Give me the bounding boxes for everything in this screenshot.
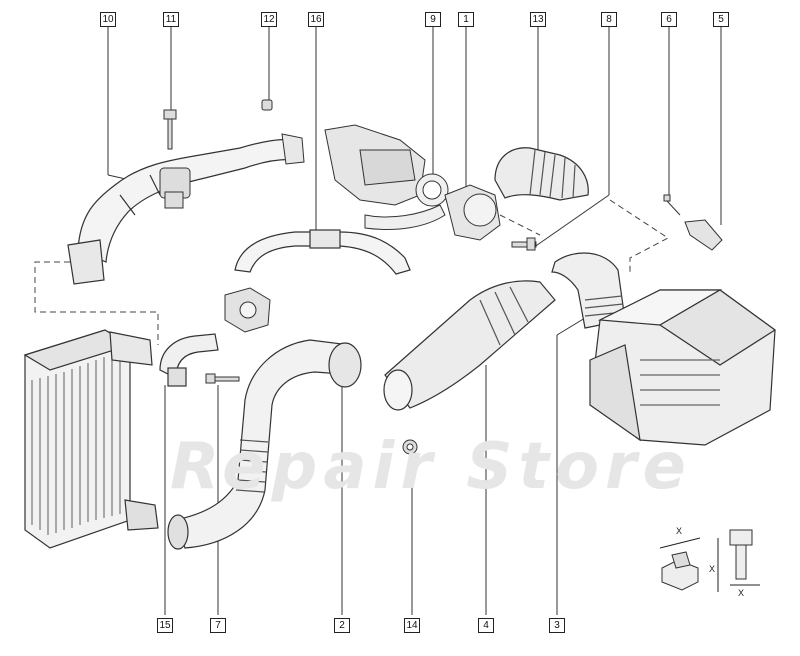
dash-link-bolt bbox=[499, 214, 541, 236]
bellows-hose-13 bbox=[494, 147, 589, 201]
elbow-connector bbox=[281, 133, 305, 165]
nut-12 bbox=[261, 99, 273, 111]
air-duct-4 bbox=[383, 280, 556, 411]
callout-13: 13 bbox=[530, 12, 546, 27]
callout-3: 3 bbox=[549, 618, 565, 633]
callout-8: 8 bbox=[601, 12, 617, 27]
clip-14 bbox=[402, 439, 418, 455]
sensor-valve bbox=[224, 287, 271, 333]
torque-mark-1: X bbox=[676, 526, 682, 536]
bolt-7 bbox=[205, 373, 240, 384]
hose-15 bbox=[159, 333, 219, 387]
hose-lower-2 bbox=[167, 339, 362, 550]
screw-6 bbox=[663, 194, 681, 216]
throttle-assembly bbox=[324, 124, 449, 230]
callout-11: 11 bbox=[163, 12, 179, 27]
callout-9: 9 bbox=[425, 12, 441, 27]
intercooler bbox=[23, 329, 159, 549]
dash-link-airbox bbox=[609, 199, 669, 275]
callout-5: 5 bbox=[713, 12, 729, 27]
bolt-11 bbox=[163, 109, 177, 150]
callout-15: 15 bbox=[157, 618, 173, 633]
sensor-5 bbox=[684, 219, 723, 251]
hose-upper-intercooler bbox=[67, 138, 299, 285]
callout-4: 4 bbox=[478, 618, 494, 633]
callout-6: 6 bbox=[661, 12, 677, 27]
air-filter-box bbox=[589, 289, 777, 446]
dash-link-intercooler bbox=[34, 261, 159, 345]
torque-mark-3: X bbox=[738, 588, 744, 598]
throttle-body-1 bbox=[444, 184, 501, 241]
bolt-8 bbox=[511, 237, 537, 251]
callout-7: 7 bbox=[210, 618, 226, 633]
callout-12: 12 bbox=[261, 12, 277, 27]
torque-detail bbox=[659, 529, 760, 592]
air-box-elbow-3 bbox=[551, 252, 626, 329]
hose-clamp bbox=[159, 167, 191, 209]
callout-2: 2 bbox=[334, 618, 350, 633]
callout-10: 10 bbox=[100, 12, 116, 27]
hose-middle bbox=[234, 229, 411, 275]
torque-mark-2: X bbox=[709, 564, 715, 574]
callout-16: 16 bbox=[308, 12, 324, 27]
callout-1: 1 bbox=[458, 12, 474, 27]
callout-14: 14 bbox=[404, 618, 420, 633]
